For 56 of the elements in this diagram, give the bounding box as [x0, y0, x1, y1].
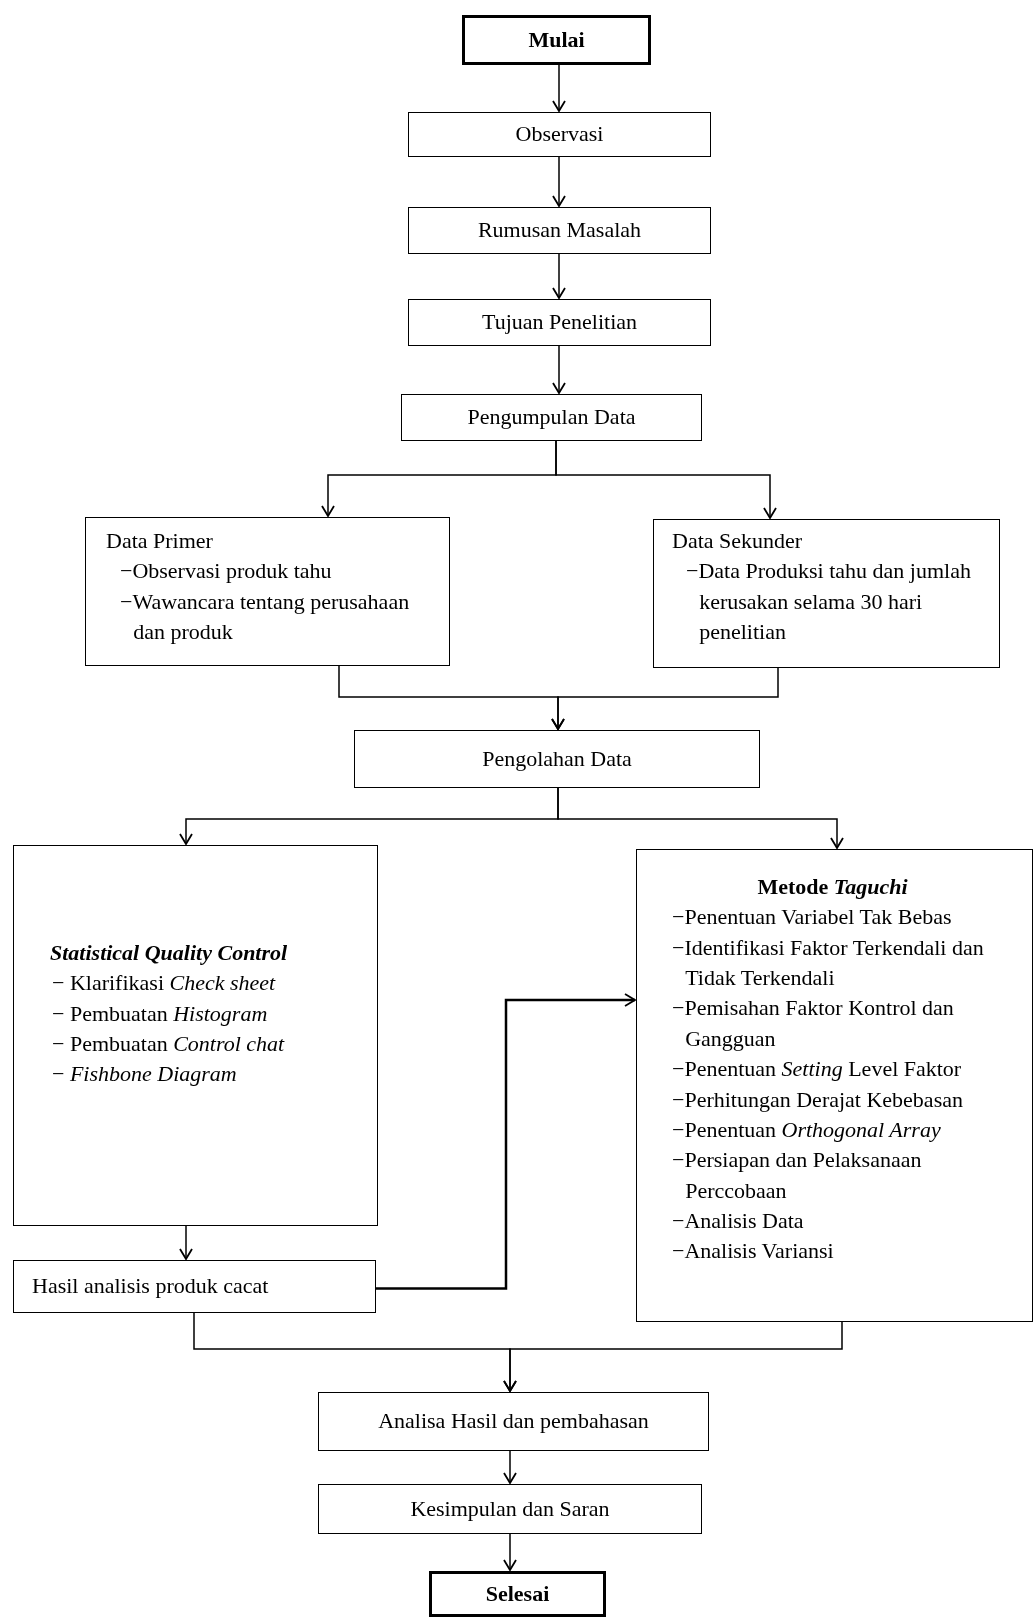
box-heading: Statistical Quality Control	[50, 939, 289, 967]
arrow	[376, 993, 636, 1290]
process-box	[408, 112, 711, 157]
arrow	[551, 667, 779, 730]
arrow	[552, 253, 566, 299]
box-label: Pengolahan Data	[482, 744, 632, 773]
box-heading: Data Sekunder	[672, 527, 804, 555]
process-box	[318, 1484, 702, 1534]
box-label: Hasil analisis produk cacat	[32, 1272, 269, 1301]
process-box	[13, 1260, 376, 1313]
list-item: −Penentuan Setting Level Faktor	[672, 1055, 963, 1084]
process-box	[636, 849, 1033, 1322]
box-label: Selesai	[485, 1579, 550, 1608]
list-item: −Penentuan Orthogonal Array	[672, 1115, 942, 1144]
list-item: − Pembuatan Histogram	[52, 999, 269, 1028]
arrow	[557, 787, 844, 849]
list-item: −Penentuan Variabel Tak Bebas	[672, 903, 953, 932]
terminal-box	[462, 15, 651, 65]
box-label: Observasi	[515, 120, 604, 149]
list-item: −Persiapan dan Pelaksanaan Perccobaan	[672, 1146, 923, 1205]
list-item: − Klarifikasi Check sheet	[52, 969, 277, 998]
process-box	[401, 394, 702, 441]
list-item: −Analisis Data	[672, 1206, 805, 1235]
arrow	[503, 1450, 517, 1484]
box-label: Analisa Hasil dan pembahasan	[378, 1407, 649, 1436]
process-box	[85, 517, 450, 666]
arrow	[552, 156, 566, 207]
terminal-box	[429, 1571, 606, 1617]
list-item: −Analisis Variansi	[672, 1237, 835, 1266]
box-heading: Data Primer	[106, 527, 214, 555]
box-label: Mulai	[528, 25, 585, 54]
arrow	[555, 440, 777, 519]
process-box	[408, 299, 711, 346]
list-item: − Fishbone Diagram	[52, 1060, 238, 1089]
process-box	[318, 1392, 709, 1451]
process-box	[13, 845, 378, 1226]
process-box	[653, 519, 1000, 668]
list-item: −Observasi produk tahu	[120, 557, 333, 586]
box-label: Pengumpulan Data	[467, 403, 636, 432]
list-item: −Pemisahan Faktor Kontrol dan Gangguan	[672, 994, 955, 1053]
box-label: Rumusan Masalah	[477, 216, 642, 245]
process-box	[354, 730, 760, 788]
list-item: − Pembuatan Control chat	[52, 1030, 286, 1059]
box-label: Kesimpulan dan Saran	[410, 1494, 610, 1523]
list-item: −Identifikasi Faktor Terkendali dan Tidak Terkendali	[672, 933, 985, 993]
arrow	[179, 1225, 193, 1260]
arrow	[552, 345, 566, 394]
process-box	[408, 207, 711, 254]
arrow	[503, 1533, 517, 1571]
list-item: −Wawancara tentang perusahaan dan produk	[120, 587, 411, 647]
box-heading: Metode Taguchi	[756, 873, 909, 901]
arrow	[552, 64, 566, 112]
list-item: −Perhitungan Derajat Kebebasan	[672, 1085, 964, 1114]
box-label: Tujuan Penelitian	[482, 308, 637, 337]
arrow	[503, 1321, 843, 1392]
list-item: −Data Produksi tahu dan jumlah kerusakan selama 30 hari penelitian	[686, 557, 972, 647]
